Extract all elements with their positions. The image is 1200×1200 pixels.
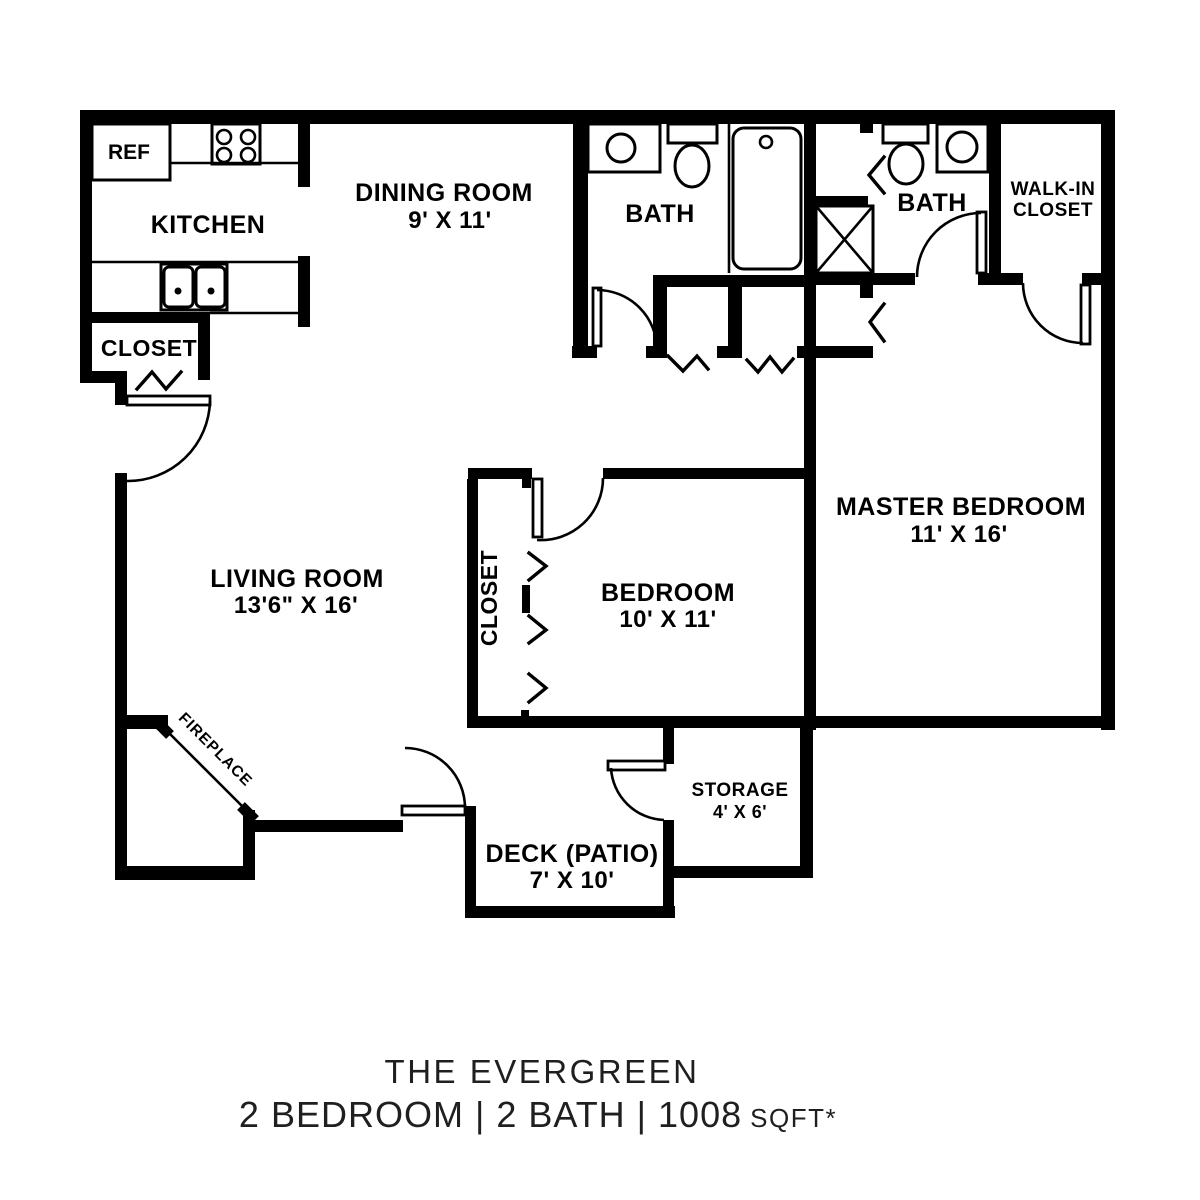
bedroom-closet-label: CLOSET: [476, 550, 502, 646]
wall-storage-right: [800, 728, 813, 878]
plan-specs: 2 BEDROOM | 2 BATH | 1008 SQFT*: [239, 1094, 837, 1135]
wall-hall-stub-a-foot: [646, 346, 667, 358]
bedroom-label: BEDROOM: [601, 579, 735, 607]
wall-storage-bottom: [663, 866, 813, 878]
main-bath-door-swing-icon: [591, 286, 659, 351]
sink-icon: [935, 122, 990, 174]
deck-dims: 7' X 10': [530, 867, 615, 894]
storage-door-swing-icon: [606, 759, 667, 822]
wall-bath2-nub-mid: [860, 281, 873, 298]
double-sink-icon: [159, 262, 229, 312]
wall-bedroom-top-west: [468, 468, 532, 479]
washer-icon: [814, 204, 875, 275]
wall-fireplace-bottom: [115, 866, 255, 880]
wall-deck-bottom: [465, 906, 675, 918]
wall-right: [1101, 110, 1115, 730]
wall-left-lower: [115, 473, 127, 880]
wall-master-closet: [816, 346, 873, 358]
bedroom-door-swing-icon: [531, 477, 605, 542]
wall-entry-closet-right: [198, 323, 210, 380]
refrigerator-icon: [90, 122, 172, 182]
wall-closet-tick-1: [522, 479, 531, 488]
bedroom-closet-bifold-icon-3: [526, 671, 549, 705]
wall-hall-cap-west: [572, 346, 597, 358]
room-labels: REF KITCHEN DINING ROOM 9' X 11' BATH BA…: [101, 141, 1096, 894]
washer-closet-bifold-icon: [866, 154, 887, 196]
main-bath-fixtures: [586, 122, 803, 273]
master-bedroom-label: MASTER BEDROOM: [836, 493, 1086, 521]
wall-kitchen-stub-mid: [298, 256, 310, 327]
kitchen-label: KITCHEN: [151, 211, 266, 239]
hall-closet2-bifold-icon: [744, 354, 796, 375]
master-closet-bifold-icon: [867, 301, 887, 344]
fireplace-icon: [152, 717, 259, 824]
wall-south-band: [467, 716, 1115, 728]
plan-name: THE EVERGREEN: [385, 1053, 700, 1090]
bedroom-closet-bifold-icon-1: [526, 550, 549, 583]
storage-dims: 4' X 6': [713, 802, 767, 822]
wall-entry-closet-top: [80, 312, 210, 323]
bathtub-icon: [731, 126, 803, 271]
toilet-icon: [881, 122, 930, 186]
plan-specs-unit: SQFT*: [750, 1103, 837, 1133]
main-bath-label: BATH: [625, 200, 695, 228]
master-bath-fixtures: [814, 122, 990, 275]
walk-in-closet-label-line2: CLOSET: [1013, 200, 1093, 221]
wall-left-above-entry: [115, 371, 127, 405]
walls: [80, 110, 1115, 918]
plan-specs-main: 2 BEDROOM | 2 BATH | 1008: [239, 1094, 742, 1135]
wall-deck-left: [465, 806, 476, 918]
storage-label: STORAGE: [691, 780, 788, 801]
hall-closet1-bifold-icon: [665, 353, 711, 374]
wall-hall-stub-a: [653, 275, 667, 346]
title-block: THE EVERGREEN 2 BEDROOM | 2 BATH | 1008 S…: [239, 1053, 837, 1135]
kitchen-fixtures: [90, 122, 298, 315]
master-bedroom-dims: 11' X 16': [910, 521, 1007, 548]
wall-walkin-south-east: [1082, 273, 1115, 285]
wall-hall-stub-b-foot: [717, 346, 742, 358]
bedroom-closet-bifold-icon-2: [526, 613, 549, 646]
living-room-label: LIVING ROOM: [210, 565, 384, 593]
patio-door-swing-icon: [400, 746, 467, 817]
wall-dining-bath: [573, 110, 588, 346]
stove-icon: [210, 122, 262, 166]
wall-bath2-nub-top: [860, 124, 873, 133]
entry-closet-label: CLOSET: [101, 335, 197, 361]
wall-closet-tick-2: [522, 585, 530, 613]
wall-bedroom-closet-left: [467, 479, 478, 727]
deck-label: DECK (PATIO): [485, 840, 658, 868]
wall-bedroom-top-east: [603, 468, 804, 479]
wall-hall-stub-b: [728, 275, 742, 346]
doors: [125, 210, 1092, 822]
wall-left-upper: [80, 110, 92, 383]
wall-bath2-walkin-divider: [989, 110, 1001, 285]
wall-bath2-south-west: [816, 273, 915, 285]
walk-in-closet-door-swing-icon: [1021, 282, 1092, 346]
living-room-dims: 13'6" X 16': [234, 592, 358, 619]
dining-room-dims: 9' X 11': [408, 207, 491, 234]
wall-master-west: [804, 110, 816, 730]
master-bath-label: BATH: [897, 189, 967, 217]
sink-icon: [586, 122, 662, 174]
walk-in-closet-label-line1: WALK-IN: [1011, 179, 1096, 200]
entry-closet-bifold-icon: [134, 369, 184, 392]
refrigerator-label: REF: [108, 141, 150, 164]
wall-deck-right-upper: [663, 728, 674, 764]
wall-top: [80, 110, 1115, 124]
bedroom-dims: 10' X 11': [619, 606, 716, 633]
master-bath-door-swing-icon: [915, 210, 988, 278]
toilet-icon: [666, 122, 719, 189]
dining-room-label: DINING ROOM: [355, 179, 533, 207]
wall-washer-closet-top: [816, 196, 868, 206]
wall-kitchen-stub-top: [298, 124, 310, 187]
bifold-doors: [134, 154, 887, 705]
wall-living-south: [250, 820, 403, 832]
entry-door-swing-icon: [125, 394, 212, 483]
